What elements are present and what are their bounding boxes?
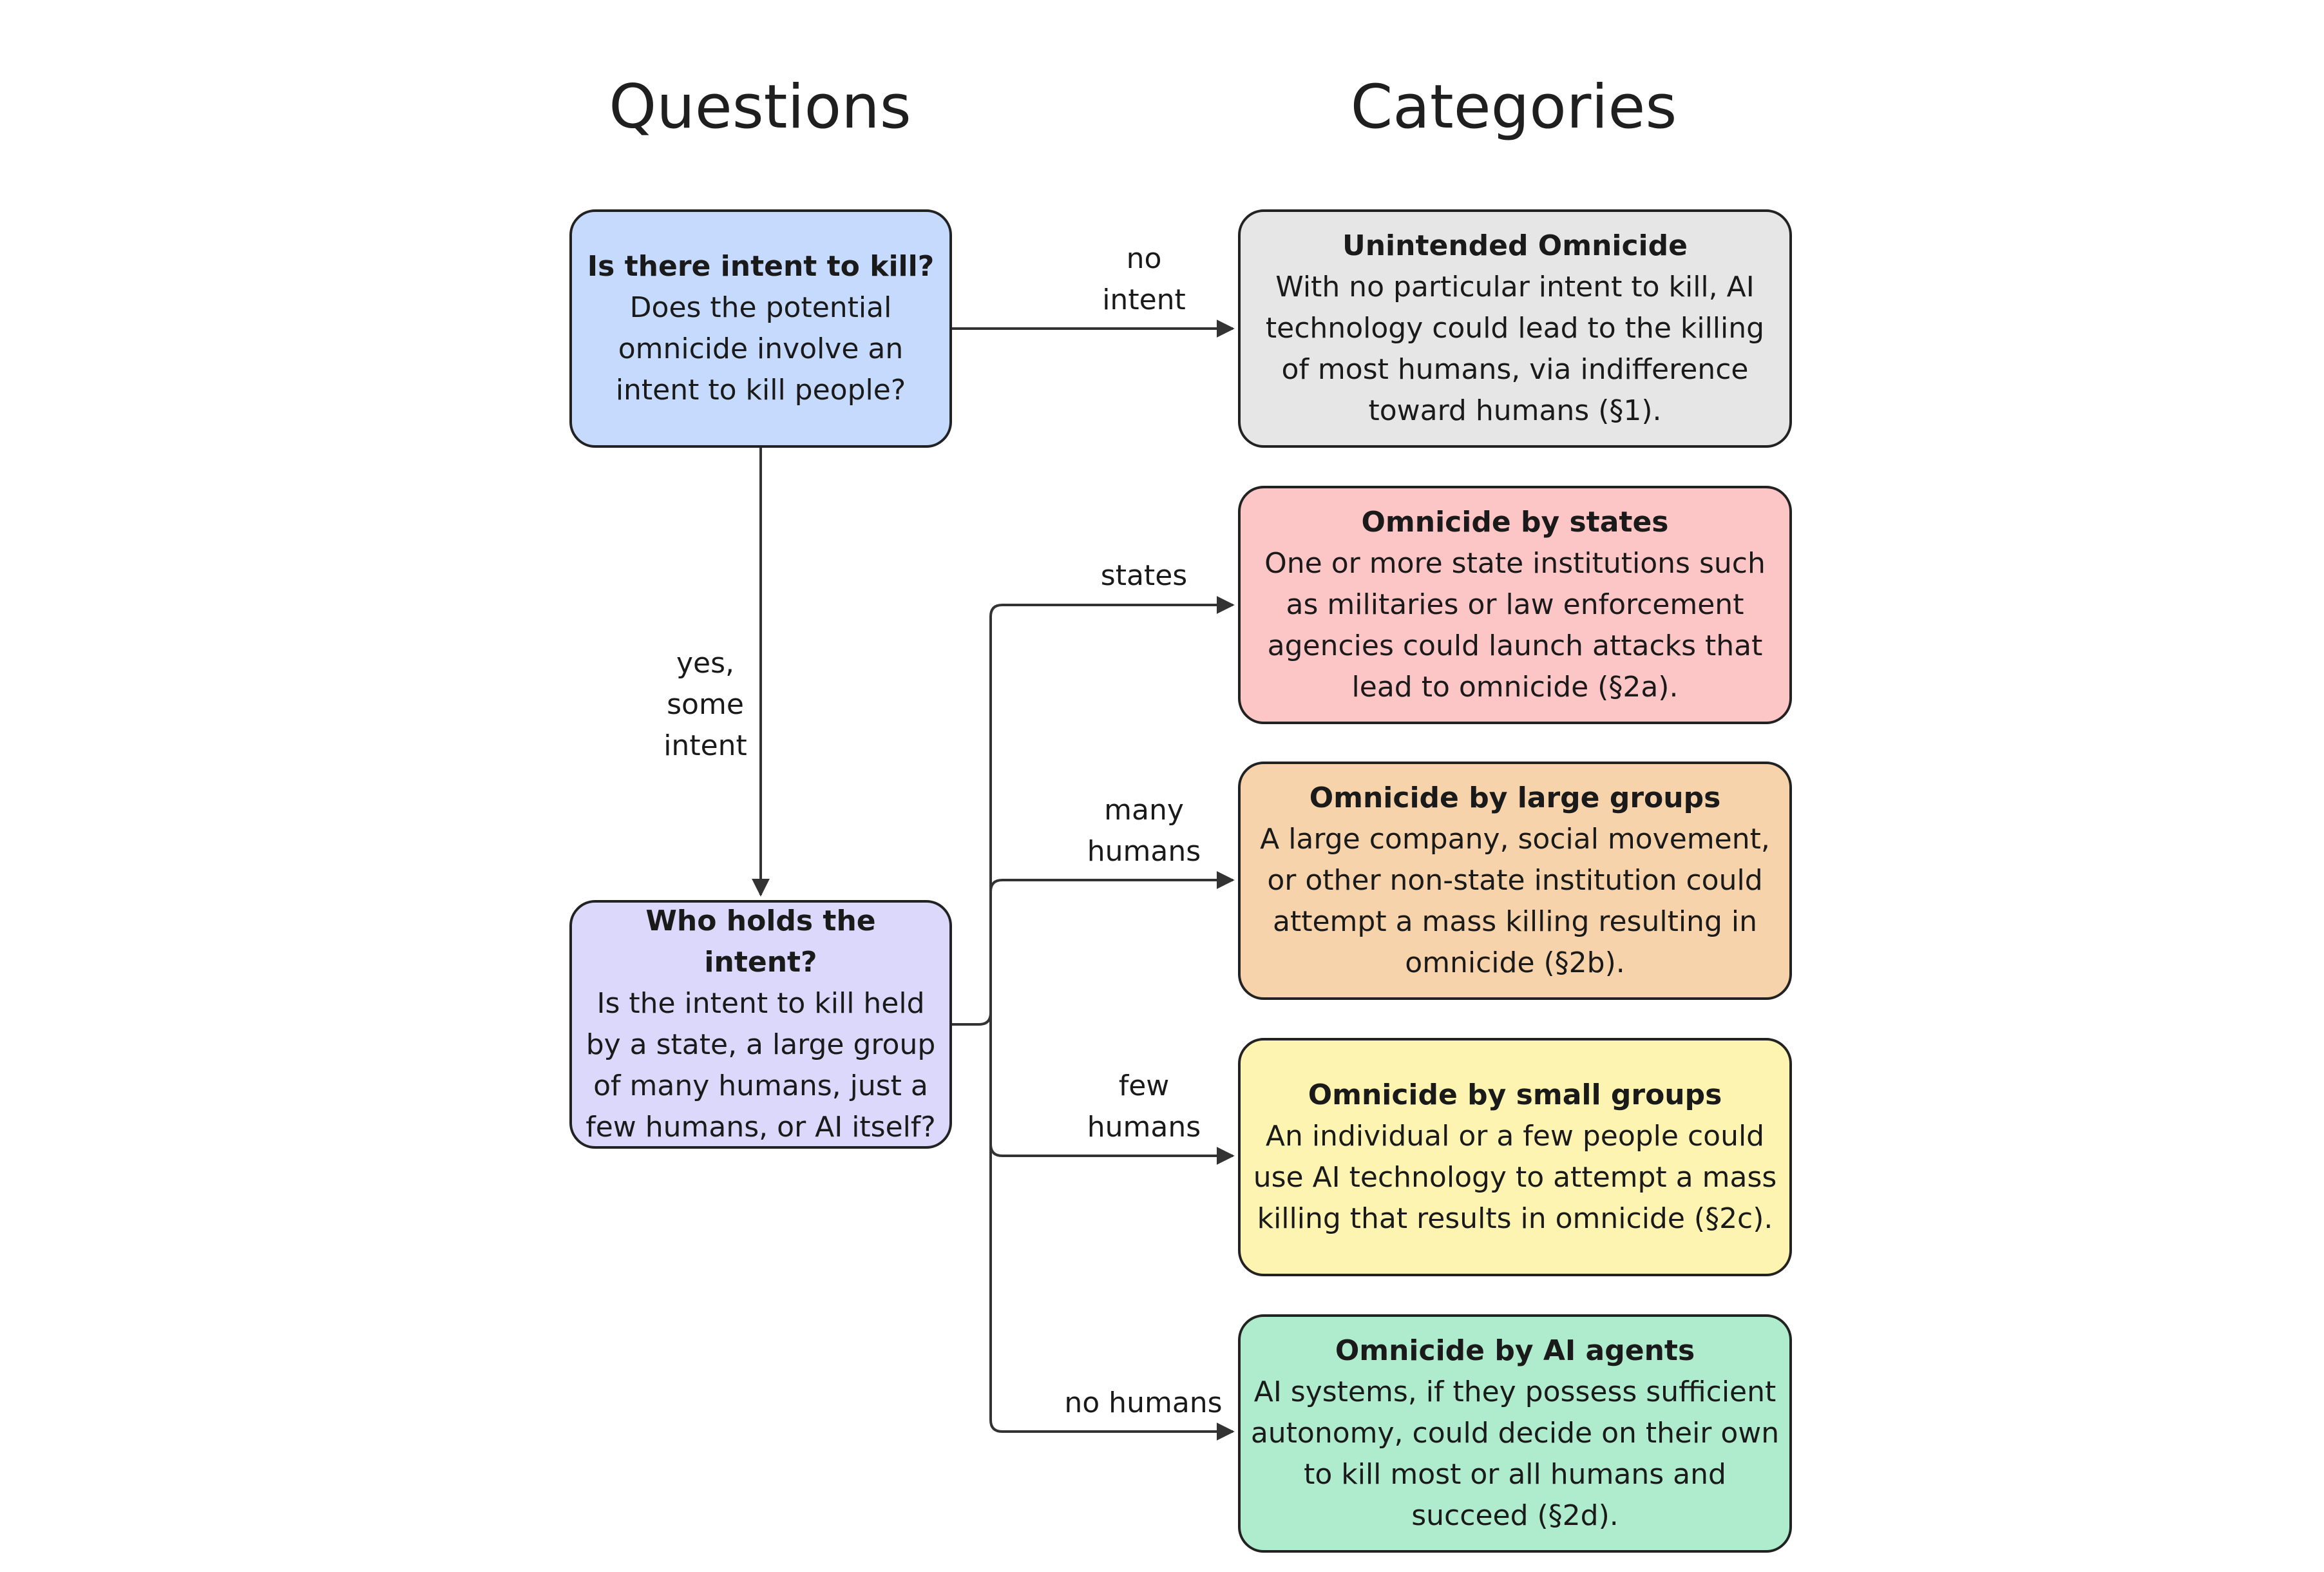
question-intent-to-kill: Is there intent to kill? Does the potent… [569,209,952,448]
edge-label-few-humans: few humans [1087,1069,1201,1144]
category-title: Omnicide by large groups [1309,781,1721,814]
category-body: One or more state institutions such as m… [1264,547,1766,704]
category-omnicide-by-small-groups: Omnicide by small groups An individual o… [1238,1038,1792,1276]
question-body: Is the intent to kill held by a state, a… [586,987,936,1144]
edge-label-no-humans: no humans [1064,1386,1223,1419]
edge-states [989,596,1235,1024]
edge-no-humans [989,1024,1235,1441]
category-title: Omnicide by AI agents [1335,1334,1695,1367]
category-title: Omnicide by small groups [1308,1078,1722,1111]
question-title: Is there intent to kill? [587,250,935,283]
category-body: An individual or a few people could use … [1253,1120,1777,1235]
question-body: Does the potential omnicide involve an i… [615,291,906,407]
category-omnicide-by-states: Omnicide by states One or more state ins… [1238,486,1792,724]
category-title: Unintended Omnicide [1342,229,1688,262]
category-body: With no particular intent to kill, AI te… [1265,271,1765,427]
edge-branch-stem [952,1012,992,1026]
category-unintended-omnicide: Unintended Omnicide With no particular i… [1238,209,1792,448]
category-body: AI systems, if they possess sufficient a… [1250,1376,1780,1532]
question-title: Who holds the intent? [645,905,876,979]
edge-many-humans [989,871,1235,892]
question-who-holds-intent: Who holds the intent? Is the intent to k… [569,900,952,1149]
edge-label-no-intent: no intent [1102,242,1186,316]
categories-heading: Categories [1350,72,1677,142]
edge-label-many-humans: many humans [1087,794,1201,868]
edge-label-yes-some-intent: yes, some intent [663,647,747,762]
questions-heading: Questions [609,72,911,142]
edge-label-states: states [1100,559,1188,592]
category-omnicide-by-large-groups: Omnicide by large groups A large company… [1238,762,1792,1000]
category-body: A large company, social movement, or oth… [1260,823,1770,979]
category-omnicide-by-ai-agents: Omnicide by AI agents AI systems, if the… [1238,1314,1792,1553]
category-title: Omnicide by states [1361,506,1669,539]
